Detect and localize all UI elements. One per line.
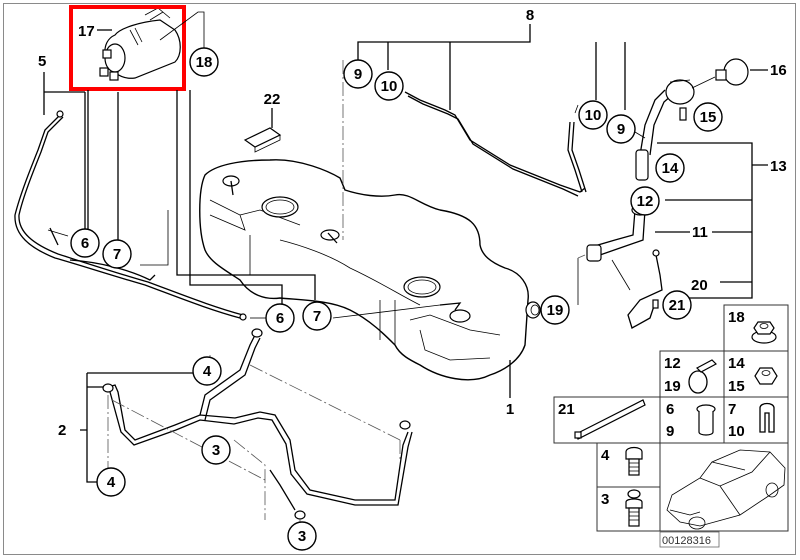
callout-18[interactable]: 18 — [189, 47, 219, 77]
grommet-icon — [696, 404, 716, 436]
callout-4-bottom[interactable]: 4 — [96, 467, 126, 497]
legend-label-18: 18 — [728, 309, 745, 326]
svg-text:6: 6 — [81, 235, 89, 252]
svg-text:7: 7 — [113, 246, 121, 263]
svg-text:4: 4 — [203, 363, 212, 380]
callout-1[interactable]: 1 — [506, 401, 514, 418]
callout-13[interactable]: 13 — [770, 158, 787, 175]
svg-text:9: 9 — [617, 121, 625, 138]
callout-12[interactable]: 12 — [630, 186, 660, 216]
collar-bolt-icon — [625, 489, 643, 527]
callout-3-middle[interactable]: 3 — [201, 435, 231, 465]
svg-text:15: 15 — [700, 109, 717, 126]
callout-21[interactable]: 21 — [662, 290, 692, 320]
svg-text:10: 10 — [381, 78, 398, 95]
callout-22[interactable]: 22 — [264, 91, 281, 108]
fuel-tank[interactable] — [199, 159, 541, 381]
leader-lines — [43, 11, 768, 528]
svg-text:4: 4 — [107, 474, 116, 491]
tank-strap-part-2[interactable] — [102, 328, 413, 520]
clip-icon — [759, 402, 775, 433]
legend-cell-vehicle — [659, 442, 789, 532]
nut-icon — [751, 321, 777, 344]
callouts: 17 18 5 22 8 9 10 10 9 16 15 14 13 12 11… — [38, 7, 787, 551]
callout-20[interactable]: 20 — [691, 277, 708, 294]
callout-6-right[interactable]: 6 — [265, 303, 295, 333]
hex-nut-icon — [754, 367, 778, 385]
fuel-cap-part-16[interactable] — [715, 58, 749, 86]
svg-text:21: 21 — [669, 297, 686, 314]
callout-15[interactable]: 15 — [693, 102, 723, 132]
svg-text:10: 10 — [585, 107, 602, 124]
ground-cable-part-20[interactable] — [627, 249, 663, 329]
callout-11[interactable]: 11 — [692, 224, 708, 241]
highlight-box — [69, 5, 186, 91]
callout-5[interactable]: 5 — [38, 53, 46, 70]
hose-clamp-icon — [688, 359, 717, 394]
legend-label-19: 19 — [664, 378, 681, 395]
callout-6-left[interactable]: 6 — [70, 228, 100, 258]
svg-text:14: 14 — [662, 160, 679, 177]
callout-14[interactable]: 14 — [655, 153, 685, 183]
legend-label-6: 6 — [666, 401, 674, 418]
legend-label-10: 10 — [728, 423, 745, 440]
legend-label-15: 15 — [728, 378, 745, 395]
callout-16[interactable]: 16 — [770, 62, 787, 79]
legend-label-14: 14 — [728, 355, 745, 372]
svg-text:19: 19 — [547, 302, 564, 319]
callout-9-left[interactable]: 9 — [343, 59, 373, 89]
small-parts-legend: 18 12 19 14 15 21 6 9 — [553, 304, 789, 548]
callout-8[interactable]: 8 — [526, 7, 534, 24]
fuel-pump-part-17[interactable] — [99, 7, 181, 81]
svg-text:9: 9 — [354, 66, 362, 83]
fuel-line-part-5[interactable] — [14, 110, 247, 321]
callout-7-left[interactable]: 7 — [102, 239, 132, 269]
svg-text:6: 6 — [276, 310, 284, 327]
legend-label-7: 7 — [728, 401, 736, 418]
callout-2[interactable]: 2 — [58, 422, 66, 439]
legend-label-9: 9 — [666, 423, 674, 440]
image-id: 00128316 — [662, 535, 711, 547]
svg-text:3: 3 — [212, 442, 220, 459]
callout-19[interactable]: 19 — [540, 295, 570, 325]
callout-17[interactable]: 17 — [78, 23, 95, 40]
callout-7-right[interactable]: 7 — [302, 301, 332, 331]
legend-label-3: 3 — [601, 491, 609, 508]
callout-9-right[interactable]: 9 — [606, 114, 636, 144]
callout-10-left[interactable]: 10 — [374, 71, 404, 101]
legend-label-12: 12 — [664, 355, 681, 372]
cable-tie-icon — [574, 399, 646, 440]
svg-text:7: 7 — [313, 308, 321, 325]
pad-part-22[interactable] — [243, 127, 282, 153]
legend-label-21: 21 — [558, 401, 575, 418]
callout-10-right[interactable]: 10 — [578, 100, 608, 130]
svg-text:3: 3 — [298, 528, 306, 545]
callout-3-bottom[interactable]: 3 — [287, 521, 317, 551]
callout-4-top[interactable]: 4 — [192, 356, 222, 386]
filler-neck-part-13[interactable] — [635, 79, 695, 181]
svg-text:12: 12 — [637, 193, 654, 210]
flange-bolt-icon — [625, 446, 643, 476]
legend-cell-7-10[interactable] — [723, 396, 789, 444]
legend-label-4: 4 — [601, 447, 610, 464]
image-id-box — [659, 531, 720, 548]
vehicle-outline-icon — [666, 449, 786, 530]
breather-line-part-8[interactable] — [404, 91, 587, 197]
svg-text:18: 18 — [196, 54, 213, 71]
